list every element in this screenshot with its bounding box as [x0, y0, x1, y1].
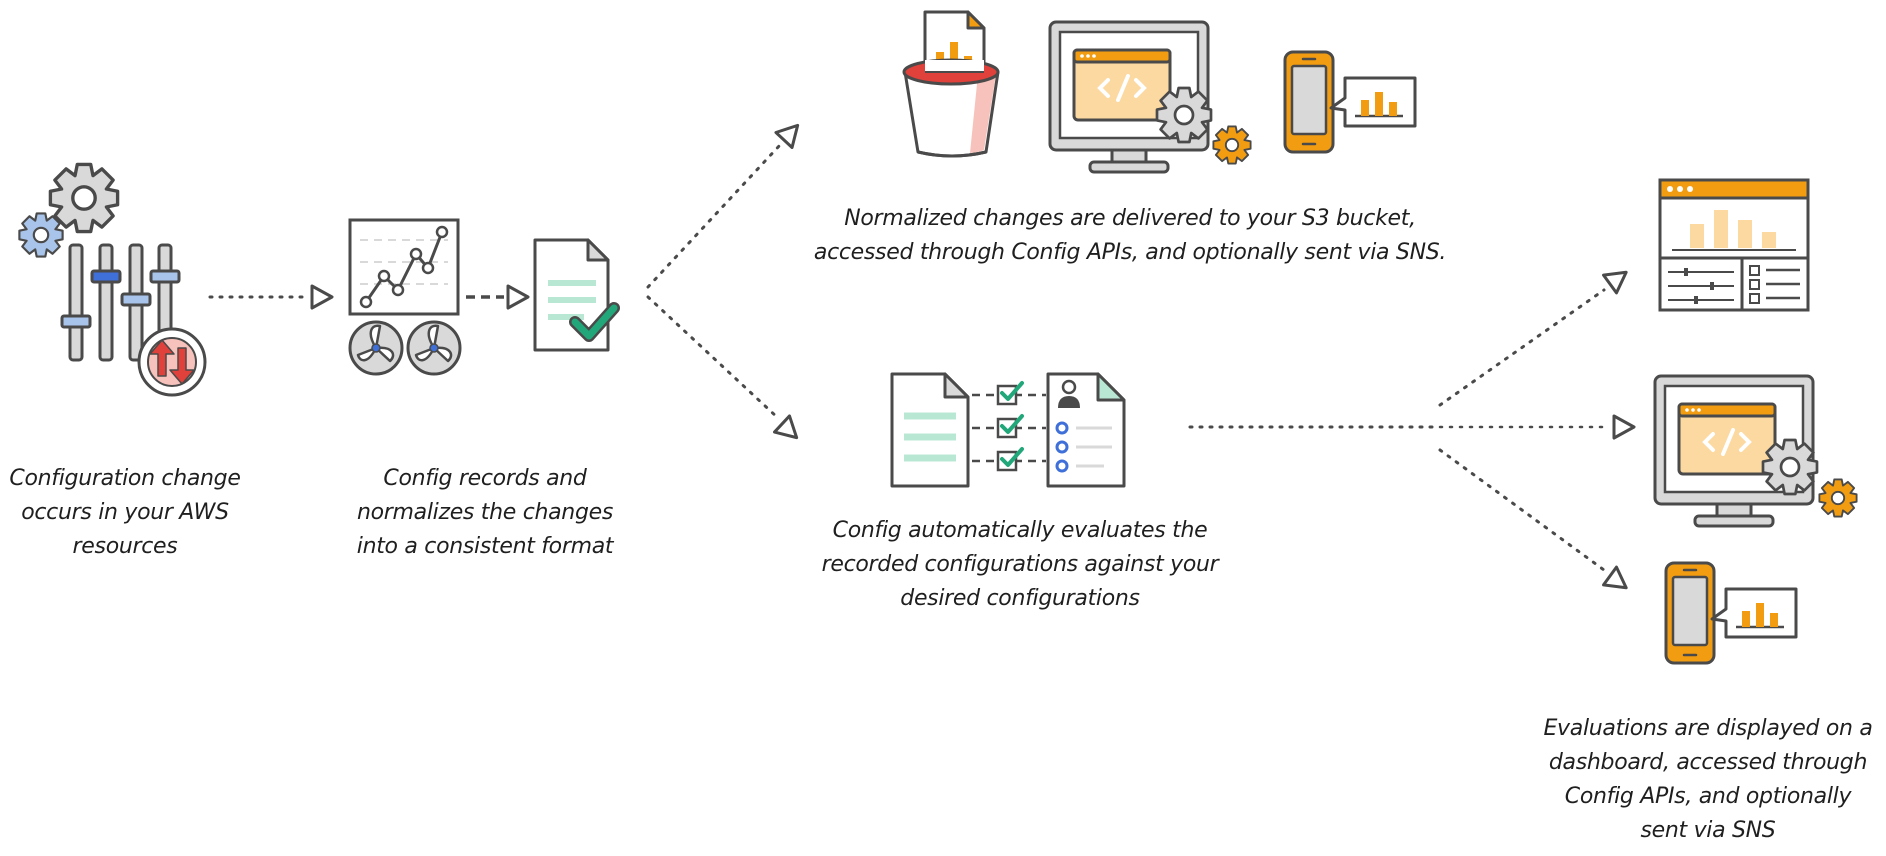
- gear-icon: [1155, 86, 1213, 144]
- document-check-icon: [533, 238, 620, 352]
- fan-icon: [348, 320, 462, 376]
- caption-config-records: Config records and normalizes the change…: [340, 462, 630, 564]
- refresh-arrows-icon: [137, 327, 207, 397]
- connector-change-to-record: [208, 284, 334, 310]
- s3-bucket-icon: [902, 10, 1000, 158]
- caption-normalized-delivery: Normalized changes are delivered to your…: [800, 202, 1460, 270]
- caption-line: dashboard, accessed through: [1548, 750, 1868, 775]
- caption-line: Config automatically evaluates the: [832, 518, 1208, 543]
- line-chart-icon: [348, 218, 460, 316]
- caption-line: Evaluations are displayed on a: [1543, 716, 1873, 741]
- delivery-icons: [902, 10, 1417, 174]
- config-recorder-icon: [348, 218, 620, 376]
- gear-icon: [48, 162, 120, 234]
- caption-dashboard-display: Evaluations are displayed on a dashboard…: [1530, 712, 1886, 848]
- caption-line: occurs in your AWS: [21, 500, 229, 525]
- caption-line: recorded configurations against your: [821, 552, 1219, 577]
- caption-line: Normalized changes are delivered to your…: [844, 206, 1416, 231]
- caption-line: into a consistent format: [356, 534, 614, 559]
- caption-evaluation: Config automatically evaluates the recor…: [800, 514, 1240, 616]
- gear-icon: [1212, 125, 1252, 165]
- mobile-phone-icon: [1664, 561, 1798, 665]
- caption-line: accessed through Config APIs, and option…: [813, 240, 1447, 265]
- connector-record-to-evaluate: [646, 295, 806, 448]
- gear-icon: [1761, 438, 1819, 496]
- user-document-icon: [1046, 372, 1126, 488]
- document-icon: [890, 372, 970, 488]
- caption-line: sent via SNS: [1640, 818, 1776, 843]
- caption-configuration-change: Configuration change occurs in your AWS …: [0, 462, 250, 564]
- evaluation-icons: [890, 372, 1126, 488]
- caption-line: resources: [72, 534, 178, 559]
- gear-icon: [1818, 478, 1858, 518]
- dashboard-icon: [1658, 178, 1810, 312]
- connector-evaluate-to-display: [1188, 261, 1636, 599]
- caption-line: Configuration change: [9, 466, 241, 491]
- caption-line: normalizes the changes: [356, 500, 614, 525]
- caption-line: Config APIs, and optionally: [1564, 784, 1852, 809]
- caption-line: desired configurations: [900, 586, 1140, 611]
- configuration-change-icon: [18, 162, 207, 397]
- connector-record-to-format: [466, 284, 530, 310]
- small-gear-icon: [18, 212, 64, 258]
- checklist-icon: [972, 381, 1046, 472]
- display-icons: [1653, 178, 1858, 665]
- caption-line: Config records and: [383, 466, 587, 491]
- mobile-phone-icon: [1283, 50, 1417, 154]
- connector-record-to-deliver: [646, 116, 808, 289]
